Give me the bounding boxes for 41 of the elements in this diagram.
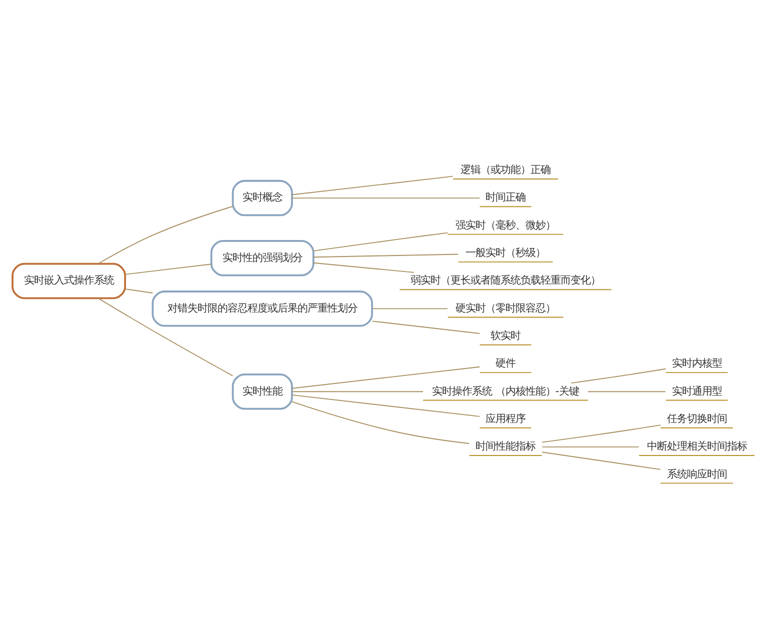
connector bbox=[98, 205, 234, 264]
connector bbox=[372, 308, 448, 309]
node-box: 实时嵌入式操作系统 bbox=[12, 262, 126, 299]
node-text: 任务切换时间 bbox=[666, 412, 727, 424]
connector bbox=[542, 424, 661, 442]
node-text: 系统响应时间 bbox=[666, 468, 727, 480]
connector bbox=[292, 366, 480, 388]
node-text: 强实时（毫秒、微妙） bbox=[456, 218, 556, 231]
node-text: 实时操作系统 （内核性能）-关键 bbox=[432, 384, 580, 397]
connector bbox=[124, 288, 154, 293]
node-text: 时间性能指标 bbox=[476, 440, 536, 452]
connector bbox=[292, 400, 470, 444]
node-box: 实时概念 bbox=[232, 179, 293, 216]
node-box: 实时性能 bbox=[232, 373, 293, 410]
node-text: 实时内核型 bbox=[672, 357, 722, 370]
node-box: 对错失时限的容忍程度或后果的严重性划分 bbox=[152, 290, 373, 326]
node-text: 弱实时（更长或者随系统负载轻重而变化） bbox=[410, 274, 601, 286]
connector bbox=[313, 232, 448, 251]
connector bbox=[372, 320, 480, 334]
connector bbox=[313, 262, 414, 272]
node-box: 实时性的强弱划分 bbox=[210, 240, 314, 276]
connector bbox=[292, 394, 480, 416]
connector bbox=[292, 197, 480, 198]
node-text: 软实时 bbox=[490, 330, 521, 342]
connector bbox=[292, 390, 424, 392]
connector bbox=[313, 253, 459, 258]
node-text: 时间正确 bbox=[486, 191, 526, 204]
node-text: 硬件 bbox=[496, 357, 516, 370]
connector bbox=[292, 175, 454, 195]
connector bbox=[542, 451, 661, 470]
node-text: 一般实时（秒级） bbox=[466, 246, 546, 259]
connector bbox=[98, 297, 234, 376]
node-text: 硬实时（零时限容忍） bbox=[456, 302, 556, 314]
connector bbox=[588, 390, 666, 392]
node-text: 应用程序 bbox=[486, 412, 526, 424]
node-text: 中断处理相关时间指标 bbox=[646, 440, 747, 452]
node-text: 逻辑（或功能）正确 bbox=[460, 164, 551, 176]
connector bbox=[570, 368, 666, 384]
connector bbox=[124, 263, 212, 274]
connector bbox=[542, 446, 640, 447]
node-text: 实时通用型 bbox=[672, 384, 722, 397]
